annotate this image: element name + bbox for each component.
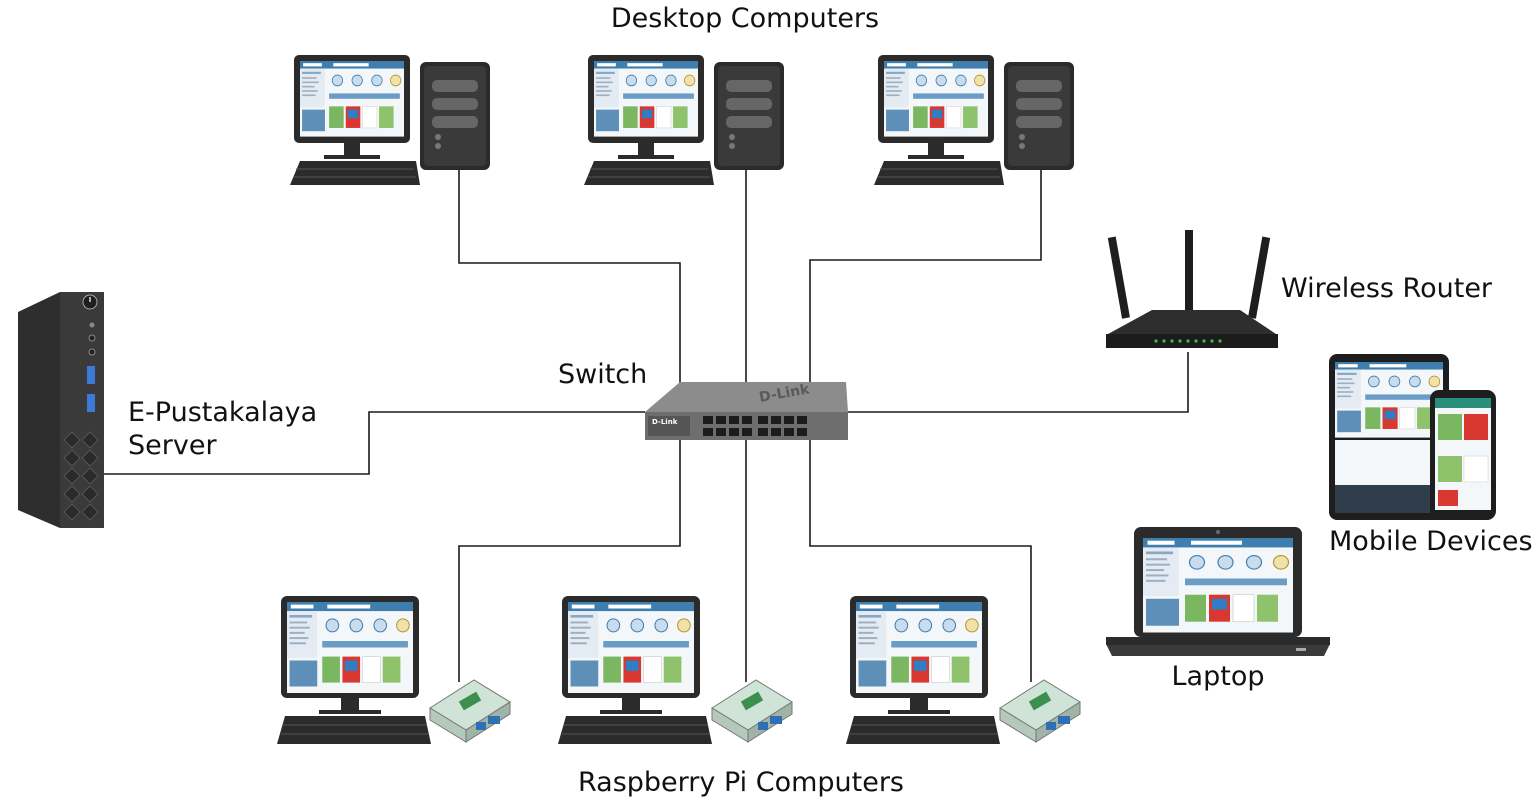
link-desktop-3 — [809, 170, 1042, 392]
desktop-computers-label: Desktop Computers — [611, 3, 879, 34]
desktop-computer-3 — [874, 55, 1074, 185]
server-icon — [18, 292, 104, 528]
router-icon — [1106, 230, 1278, 348]
switch-brand-logo: D-Link — [652, 418, 678, 426]
link-server — [104, 411, 645, 475]
server-label-line1: E-Pustakalaya — [128, 397, 317, 428]
raspberry-pi-computer-2 — [558, 596, 793, 744]
desktop-computer-1 — [290, 55, 490, 185]
raspberry-pi-computer-3 — [846, 596, 1081, 744]
switch-label: Switch — [558, 359, 647, 390]
switch-icon: D-Link D-Link — [645, 381, 848, 440]
laptop-label: Laptop — [1172, 661, 1265, 692]
server-label-line2: Server — [128, 430, 217, 461]
tablet-icon — [1329, 354, 1449, 520]
raspberry-pi-computer-1 — [277, 596, 511, 744]
desktop-computer-2 — [584, 55, 784, 185]
link-desktop-1 — [458, 170, 681, 392]
link-pi-3 — [809, 440, 1032, 682]
laptop-icon — [1106, 527, 1330, 656]
mobile-devices-label: Mobile Devices — [1329, 526, 1533, 557]
raspberry-pi-label: Raspberry Pi Computers — [578, 767, 904, 798]
phone-icon — [1430, 390, 1496, 520]
connection-lines — [104, 170, 1189, 682]
link-router — [848, 352, 1189, 413]
wireless-router-label: Wireless Router — [1281, 273, 1493, 304]
link-pi-1 — [458, 440, 681, 682]
